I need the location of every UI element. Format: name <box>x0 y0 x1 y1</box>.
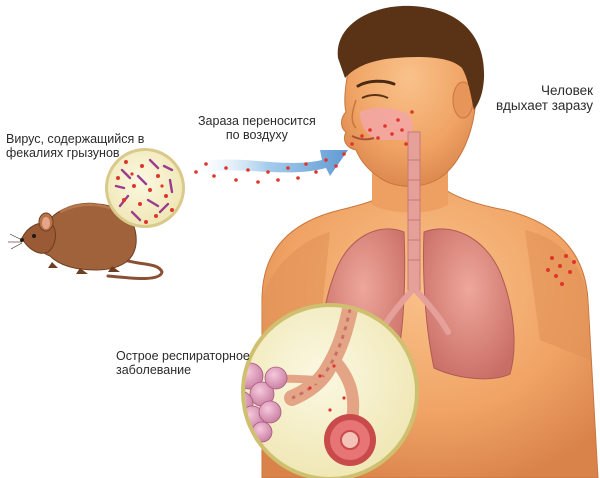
nasal-cavity <box>360 107 413 140</box>
alveoli-magnifier <box>241 303 419 478</box>
arm-virus-dots <box>546 254 576 286</box>
human-label: Человек вдыхает заразу <box>496 83 593 113</box>
airborne-arrow <box>186 142 354 184</box>
nasal-virus-dots <box>360 110 414 146</box>
right-lung <box>422 228 515 380</box>
airborne-label-line-1: Зараза переносится <box>198 114 316 128</box>
virus-rods <box>114 158 174 222</box>
virus-label-line-2: фекалиях грызунов <box>6 146 120 160</box>
disease-label: Острое респираторное заболевание <box>116 349 250 377</box>
human-label-line-2: вдыхает заразу <box>496 98 594 113</box>
virus-particles <box>116 160 174 224</box>
airborne-virus-dots <box>194 142 354 184</box>
virus-label: Вирус, содержащийся в фекалиях грызунов <box>6 132 144 160</box>
airborne-label: Зараза переносится по воздуху <box>198 114 316 142</box>
airborne-label-line-2: по воздуху <box>225 128 288 142</box>
disease-label-line-1: Острое респираторное <box>116 349 250 363</box>
virus-magnifier <box>105 148 185 228</box>
human-label-line-1: Человек <box>541 83 594 98</box>
disease-label-line-2: заболевание <box>116 363 192 377</box>
trachea <box>407 131 421 291</box>
virus-label-line-1: Вирус, содержащийся в <box>6 132 145 146</box>
airway-cross-section <box>324 414 376 466</box>
rat <box>8 202 164 280</box>
rat-tail <box>106 256 164 280</box>
human-hair <box>337 5 485 110</box>
